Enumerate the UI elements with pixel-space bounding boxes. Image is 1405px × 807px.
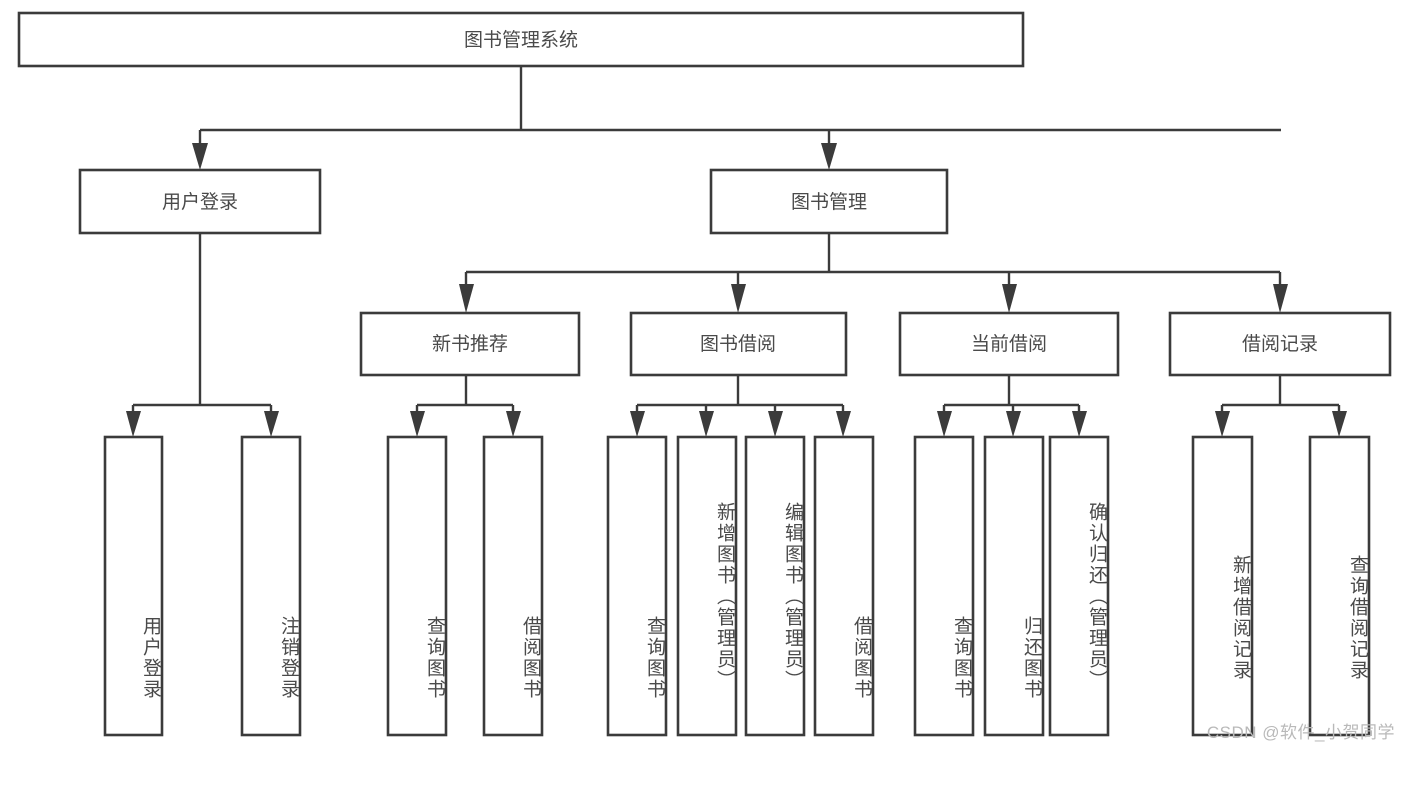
node-book-management[interactable]: 图书管理 [709, 168, 949, 235]
node-new-book-recommend-label: 新书推荐 [432, 333, 508, 355]
node-root[interactable]: 图书管理系统 [17, 11, 1025, 68]
flowchart-svg: 图书管理系统 用户登录 图书管理 新书推荐 图书借阅 当前借阅 借阅记录 [17, 11, 1392, 737]
leaf-box-add-record[interactable] [1191, 435, 1254, 737]
leaf-box-query-book-3[interactable] [913, 435, 975, 737]
leaf-box-add-book[interactable] [676, 435, 738, 737]
node-book-borrow[interactable]: 图书借阅 [629, 311, 848, 377]
leaf-box-query-book-1[interactable] [386, 435, 448, 737]
leaf-box-query-book-2[interactable] [606, 435, 668, 737]
connector-userlogin-to-leaves [126, 233, 279, 437]
leaf-box-confirm-return[interactable] [1048, 435, 1110, 737]
leaf-box-user-login[interactable] [103, 435, 164, 737]
node-book-management-label: 图书管理 [791, 191, 867, 213]
node-current-borrow[interactable]: 当前借阅 [898, 311, 1120, 377]
leaf-box-return-book[interactable] [983, 435, 1045, 737]
leaf-box-edit-book[interactable] [744, 435, 806, 737]
node-book-borrow-label: 图书借阅 [700, 333, 776, 355]
node-user-login-label: 用户登录 [162, 191, 238, 213]
connector-root-to-level2 [192, 66, 1281, 170]
node-borrow-record-label: 借阅记录 [1242, 333, 1318, 355]
leaf-boxes [103, 435, 1371, 737]
connector-borrowrecord-to-leaves [1215, 375, 1347, 437]
leaf-box-logout[interactable] [240, 435, 302, 737]
connector-newbook-to-leaves [410, 375, 521, 437]
leaf-box-query-record[interactable] [1308, 435, 1371, 737]
node-current-borrow-label: 当前借阅 [971, 333, 1047, 355]
node-borrow-record[interactable]: 借阅记录 [1168, 311, 1392, 377]
connector-bookmgmt-to-level3 [459, 233, 1288, 313]
connector-currentborrow-to-leaves [937, 375, 1087, 437]
csdn-watermark: CSDN @软件_小贺同学 [1206, 723, 1395, 742]
leaf-box-borrow-book-2[interactable] [813, 435, 875, 737]
node-user-login[interactable]: 用户登录 [78, 168, 322, 235]
leaf-box-borrow-book-1[interactable] [482, 435, 544, 737]
flowchart-canvas: 图书管理系统 用户登录 图书管理 新书推荐 图书借阅 当前借阅 借阅记录 [17, 11, 1395, 742]
connector-bookborrow-to-leaves [630, 375, 851, 437]
node-new-book-recommend[interactable]: 新书推荐 [359, 311, 581, 377]
node-root-label: 图书管理系统 [464, 29, 578, 51]
